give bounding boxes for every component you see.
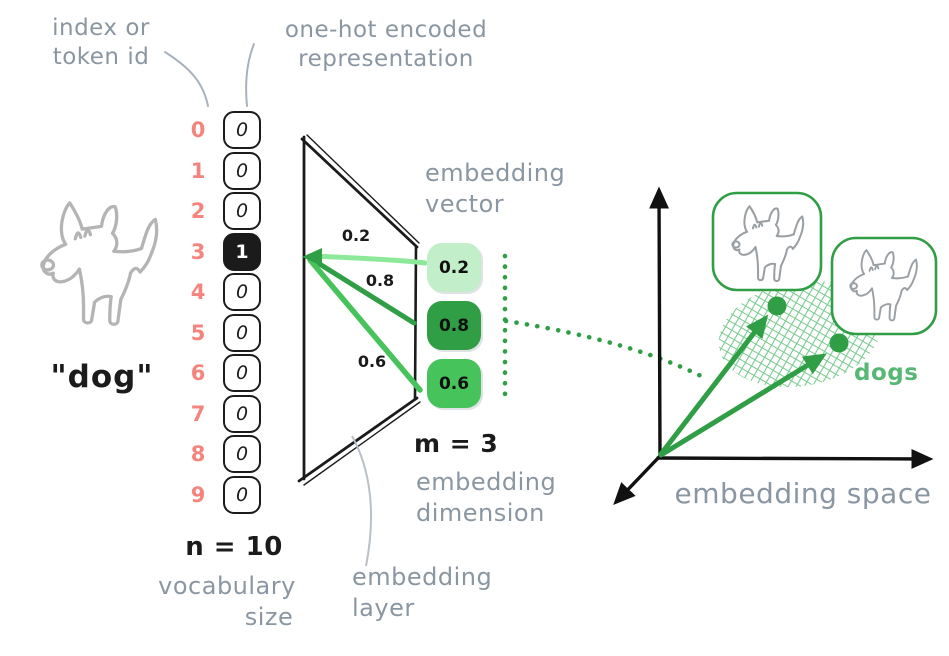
onehot-row: 4 0 [186,273,261,311]
dotted-connector [502,253,710,403]
weight-label-2: 0.8 [365,271,395,290]
token-index: 7 [190,401,206,426]
embedding-vector-cell-1: 0.2 [427,243,481,292]
index-label-line1: index or [52,15,150,41]
embedding-layer-connector [351,435,373,567]
onehot-row: 8 0 [186,435,261,473]
embedding-space-axes [613,186,934,505]
onehot-cell: 0 [223,435,261,473]
dog-sketch-large [40,201,159,326]
embedding-dim-equation: m = 3 [414,429,499,458]
onehot-cell: 0 [223,192,261,230]
token-index: 0 [190,118,206,142]
embedding-layer-trapezoid [297,134,421,486]
embedding-point-1 [767,296,787,316]
token-index: 4 [190,280,206,304]
vocab-label-line2: size [244,602,294,631]
onehot-cell: 1 [223,232,261,271]
layer-label-line2: layer [352,593,415,622]
token-index: 2 [190,199,206,223]
onehot-row: 3 1 [186,232,261,271]
onehot-representation-label: one-hot encoded representation [262,16,510,75]
onehot-row: 6 0 [186,354,261,392]
vocab-size-equation: n = 10 [185,532,283,562]
onehot-vector-column: 0 0 1 0 2 0 3 1 4 0 5 [186,111,261,516]
onehot-cell: 0 [223,313,261,352]
token-index: 9 [190,482,206,507]
token-index: 8 [190,442,206,466]
embedding-point-2 [829,333,849,353]
onehot-row: 7 0 [186,394,261,433]
vocabulary-size-label: vocabulary size [148,571,306,632]
onehot-cell: 0 [223,111,261,149]
onehot-cell: 0 [223,354,261,392]
token-index: 5 [190,320,206,345]
onehot-label-line1: one-hot encoded [284,17,488,43]
token-index: 3 [190,239,206,264]
label-connector-curves [164,43,255,107]
embedding-dimension-label: embedding dimension [416,467,556,528]
dog-thumbnail-2 [830,236,938,336]
embedding-vector-cell-2: 0.8 [427,301,481,350]
ev-label-line1: embedding [425,159,566,187]
onehot-cell: 0 [223,394,261,433]
onehot-cell: 0 [223,475,261,514]
token-index: 6 [190,361,206,385]
layer-label-line1: embedding [352,563,493,591]
z-axis [613,454,662,505]
weight-fan-lines [302,248,428,393]
onehot-label-line2: representation [298,46,474,73]
dogs-cluster-label: dogs [854,360,919,386]
token-word: "dog" [50,359,154,395]
fan-arrowhead [302,248,322,266]
onehot-row: 5 0 [186,313,261,352]
vocab-label-line1: vocabulary [158,572,296,600]
y-axis [649,186,670,458]
embedding-space-label: embedding space [674,477,932,510]
embedding-vector-cell-3: 0.6 [427,359,481,408]
dim-label-line2: dimension [416,498,545,527]
index-label-line2: token id [52,44,150,71]
dog-thumbnail-1 [711,191,823,292]
weight-label-1: 0.2 [341,226,371,245]
token-index: 1 [190,158,206,183]
embedding-layer-label: embedding layer [352,562,492,623]
onehot-row: 1 0 [186,151,261,190]
weight-label-3: 0.6 [357,352,387,371]
x-axis [656,448,934,469]
dim-label-line1: embedding [416,468,557,496]
embedding-point-vectors [658,296,849,458]
onehot-row: 9 0 [186,475,261,514]
onehot-row: 2 0 [186,192,261,230]
ev-label-line2: vector [425,189,505,218]
embedding-vector-label: embedding vector [425,158,565,219]
onehot-row: 0 0 [186,111,261,149]
onehot-cell: 0 [223,273,261,311]
onehot-cell: 0 [223,151,261,190]
index-token-id-label: index or token id [30,14,172,73]
